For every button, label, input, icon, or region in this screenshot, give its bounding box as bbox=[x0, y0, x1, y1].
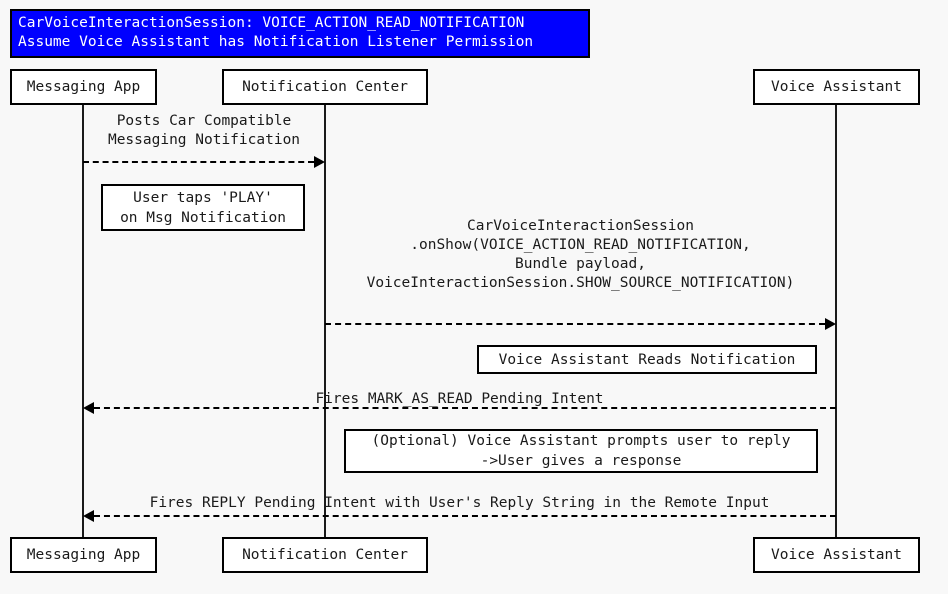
message-label-line-2: .onShow(VOICE_ACTION_READ_NOTIFICATION, bbox=[410, 237, 751, 253]
participant-messaging-app-top[interactable]: Messaging App bbox=[10, 69, 157, 105]
diagram-title-line-1: CarVoiceInteractionSession: VOICE_ACTION… bbox=[18, 15, 525, 31]
participant-label: Notification Center bbox=[242, 79, 408, 95]
note-line-1: (Optional) Voice Assistant prompts user … bbox=[371, 433, 791, 449]
message-arrow-mark-as-read bbox=[94, 407, 836, 409]
participant-label: Voice Assistant bbox=[771, 547, 902, 563]
message-label-on-show: CarVoiceInteractionSession .onShow(VOICE_… bbox=[325, 217, 836, 293]
participant-messaging-app-bottom[interactable]: Messaging App bbox=[10, 537, 157, 573]
message-arrow-on-show bbox=[325, 323, 825, 325]
note-line-1: Voice Assistant Reads Notification bbox=[498, 351, 796, 368]
participant-label: Messaging App bbox=[26, 79, 141, 95]
note-line-1: User taps 'PLAY' bbox=[133, 189, 273, 206]
message-arrow-reply-intent bbox=[94, 515, 836, 517]
message-label-line-1: CarVoiceInteractionSession bbox=[467, 218, 694, 234]
message-arrowhead-mark-as-read bbox=[83, 402, 94, 414]
message-arrowhead-on-show bbox=[825, 318, 836, 330]
participant-voice-assistant-top[interactable]: Voice Assistant bbox=[753, 69, 920, 105]
participant-notification-center-bottom[interactable]: Notification Center bbox=[222, 537, 428, 573]
participant-label: Voice Assistant bbox=[771, 79, 902, 95]
message-arrowhead-post-notification bbox=[314, 156, 325, 168]
participant-notification-center-top[interactable]: Notification Center bbox=[222, 69, 428, 105]
message-label-line-1: Fires MARK_AS_READ Pending Intent bbox=[315, 391, 604, 407]
message-label-reply-intent: Fires REPLY Pending Intent with User's R… bbox=[83, 494, 836, 513]
message-label-line-2: Messaging Notification bbox=[107, 132, 301, 148]
message-arrowhead-reply-intent bbox=[83, 510, 94, 522]
note-line-2: ->User gives a response bbox=[480, 453, 682, 469]
note-user-taps-play: User taps 'PLAY' on Msg Notification bbox=[101, 184, 305, 231]
note-line-2: on Msg Notification bbox=[120, 209, 286, 226]
diagram-title-banner: CarVoiceInteractionSession: VOICE_ACTION… bbox=[10, 9, 590, 58]
participant-voice-assistant-bottom[interactable]: Voice Assistant bbox=[753, 537, 920, 573]
message-label-line-4: VoiceInteractionSession.SHOW_SOURCE_NOTI… bbox=[366, 275, 795, 291]
message-arrow-post-notification bbox=[83, 161, 314, 163]
lifeline-notification-center bbox=[324, 104, 326, 537]
note-assistant-reads: Voice Assistant Reads Notification bbox=[477, 345, 817, 374]
message-label-mark-as-read: Fires MARK_AS_READ Pending Intent bbox=[83, 390, 836, 409]
note-optional-reply-prompt: (Optional) Voice Assistant prompts user … bbox=[344, 429, 818, 473]
message-label-line-1: Posts Car Compatible bbox=[116, 113, 292, 129]
lifeline-messaging-app bbox=[82, 104, 84, 537]
diagram-title-line-2: Assume Voice Assistant has Notification … bbox=[18, 34, 534, 50]
message-label-line-3: Bundle payload, bbox=[515, 256, 646, 272]
lifeline-voice-assistant bbox=[835, 104, 837, 537]
participant-label: Messaging App bbox=[26, 547, 141, 563]
participant-label: Notification Center bbox=[242, 547, 408, 563]
message-label-line-1: Fires REPLY Pending Intent with User's R… bbox=[149, 495, 770, 511]
